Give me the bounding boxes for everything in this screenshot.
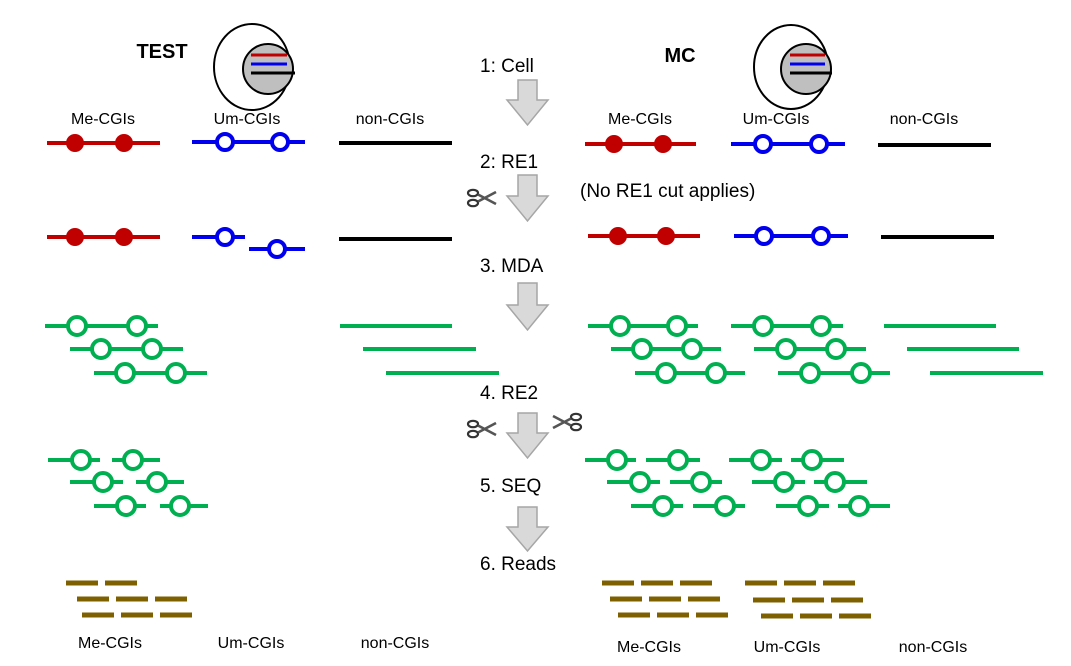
unmethylated-cgi-strand (734, 226, 848, 246)
step-label: 4. RE2 (480, 383, 538, 404)
cpg-site-marker (848, 495, 870, 517)
amplified-fragments (45, 315, 1043, 384)
cpg-site-marker (146, 471, 168, 493)
category-label: non-CGIs (899, 639, 967, 656)
cpg-site-marker (752, 315, 774, 337)
cpg-site-marker (114, 362, 136, 384)
cpg-site-marker (825, 338, 847, 360)
sequencing-reads (66, 580, 871, 619)
cpg-site-marker (165, 362, 187, 384)
cpg-site-marker (92, 471, 114, 493)
unmethylated-cgi-strand (192, 132, 305, 152)
category-label: Um-CGIs (218, 635, 285, 652)
down-arrow-icon (505, 506, 550, 553)
category-label: Um-CGIs (743, 111, 810, 128)
cpg-site-marker (797, 495, 819, 517)
cut-unmethylated-fragment (192, 227, 245, 247)
scissors-icon (466, 419, 498, 439)
cpg-site-marker (824, 471, 846, 493)
cpg-site-marker (652, 495, 674, 517)
down-arrow-icon (505, 79, 550, 127)
cpg-site-marker (666, 315, 688, 337)
category-label: Um-CGIs (214, 111, 281, 128)
cpg-site-marker (126, 315, 148, 337)
category-label: non-CGIs (356, 111, 424, 128)
cpg-site-marker (122, 449, 144, 471)
cpg-site-marker (655, 362, 677, 384)
cpg-site-marker (629, 471, 651, 493)
cpg-site-marker (690, 471, 712, 493)
methylated-cgi-strand (47, 228, 160, 246)
methylated-cgi-strand (585, 135, 696, 153)
cpg-site-marker (801, 449, 823, 471)
cpg-site-marker (850, 362, 872, 384)
cpg-site-marker (631, 338, 653, 360)
cpg-site-marker (141, 338, 163, 360)
cell-icon (753, 24, 832, 110)
scissors-icon (551, 412, 583, 432)
re2-cut-fragments (48, 449, 890, 517)
cpg-site-marker (90, 338, 112, 360)
cpg-site-marker (775, 338, 797, 360)
down-arrow-icon (505, 282, 550, 332)
cpg-site-marker (66, 315, 88, 337)
scissors-icon (466, 188, 498, 208)
down-arrow-icon (505, 174, 550, 223)
category-label: Um-CGIs (754, 639, 821, 656)
category-label: Me-CGIs (71, 111, 135, 128)
cpg-site-marker (667, 449, 689, 471)
cpg-site-marker (115, 495, 137, 517)
step-label: 3. MDA (480, 256, 544, 277)
category-label: Me-CGIs (617, 639, 681, 656)
mc-title: MC (664, 45, 695, 67)
category-label: non-CGIs (890, 111, 958, 128)
cpg-site-marker (169, 495, 191, 517)
cpg-site-marker (773, 471, 795, 493)
methylated-cgi-strand (588, 227, 700, 245)
down-arrow-icon (505, 412, 550, 460)
test-title: TEST (136, 41, 187, 63)
cpg-site-marker (750, 449, 772, 471)
step-label: 6. Reads (480, 554, 556, 575)
cpg-site-marker (70, 449, 92, 471)
unmethylated-cgi-strand (731, 134, 845, 154)
cut-unmethylated-fragment (249, 239, 305, 259)
no-cut-note: (No RE1 cut applies) (580, 181, 755, 202)
cpg-site-marker (810, 315, 832, 337)
methylated-cgi-strand (47, 134, 160, 152)
cpg-site-marker (705, 362, 727, 384)
step-label: 2: RE1 (480, 152, 538, 173)
cell-icon (213, 23, 295, 111)
cpg-site-marker (681, 338, 703, 360)
cpg-site-marker (606, 449, 628, 471)
step-label: 5. SEQ (480, 476, 541, 497)
cpg-site-marker (714, 495, 736, 517)
step-label: 1: Cell (480, 56, 534, 77)
cpg-site-marker (799, 362, 821, 384)
category-label: non-CGIs (361, 635, 429, 652)
cpg-site-marker (609, 315, 631, 337)
category-label: Me-CGIs (608, 111, 672, 128)
category-label: Me-CGIs (78, 635, 142, 652)
